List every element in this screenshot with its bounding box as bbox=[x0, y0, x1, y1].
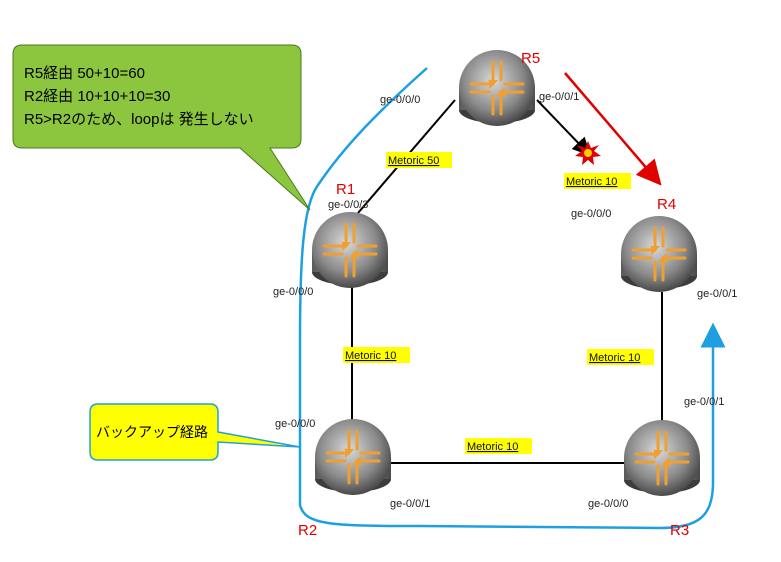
r2-if-ge001: ge-0/0/1 bbox=[390, 498, 430, 510]
svg-text:Metoric 10: Metoric 10 bbox=[345, 350, 396, 362]
callout-line-2: R2経由 10+10+10=30 bbox=[24, 88, 170, 105]
r3-if-ge001: ge-0/0/1 bbox=[684, 396, 724, 408]
svg-text:Metoric 10: Metoric 10 bbox=[566, 176, 617, 188]
r4-if-ge000: ge-0/0/0 bbox=[571, 208, 611, 220]
router-r2-icon[interactable] bbox=[313, 417, 393, 497]
r3-if-ge000: ge-0/0/0 bbox=[588, 498, 628, 510]
router-r3-icon[interactable] bbox=[622, 418, 702, 498]
router-r4-icon[interactable] bbox=[619, 214, 699, 294]
r5-if-ge001: ge-0/0/1 bbox=[539, 91, 579, 103]
svg-text:Metoric 10: Metoric 10 bbox=[467, 441, 518, 453]
metric-r2-r3: Metoric 10 bbox=[465, 438, 532, 454]
r1-if-ge000: ge-0/0/0 bbox=[273, 286, 313, 298]
router-r1-name: R1 bbox=[336, 181, 355, 198]
callout-line-1: R5経由 50+10=60 bbox=[24, 65, 145, 82]
router-r2-name: R2 bbox=[298, 522, 317, 539]
r1-if-ge003: ge-0/0/3 bbox=[328, 199, 368, 211]
metric-r1-r2: Metoric 10 bbox=[343, 347, 410, 363]
r2-if-ge000: ge-0/0/0 bbox=[275, 418, 315, 430]
metric-r1-r5: Metoric 50 bbox=[386, 152, 452, 168]
router-r3-name: R3 bbox=[670, 522, 689, 539]
link-r5-r4 bbox=[536, 99, 591, 156]
backup-path-label: バックアップ経路 bbox=[96, 425, 208, 441]
metric-r5-r4: Metoric 10 bbox=[564, 173, 631, 189]
failure-burst-icon bbox=[575, 141, 601, 165]
backup-path bbox=[298, 67, 726, 530]
failure-arrow bbox=[564, 72, 662, 186]
router-r5-name: R5 bbox=[521, 50, 540, 67]
r4-if-ge001: ge-0/0/1 bbox=[697, 288, 737, 300]
backup-path-callout: バックアップ経路 bbox=[89, 403, 301, 461]
router-r4-name: R4 bbox=[657, 196, 676, 213]
router-r1-icon[interactable] bbox=[310, 210, 390, 290]
callout-line-3: R5>R2のため、loopは 発生しない bbox=[24, 111, 254, 128]
metric-r4-r3: Metoric 10 bbox=[587, 349, 654, 365]
svg-text:Metoric 10: Metoric 10 bbox=[589, 352, 640, 364]
svg-text:Metoric 50: Metoric 50 bbox=[388, 155, 439, 167]
explanation-callout: R5経由 50+10=60 R2経由 10+10+10=30 R5>R2のため、… bbox=[12, 44, 311, 211]
r5-if-ge000: ge-0/0/0 bbox=[380, 94, 420, 106]
